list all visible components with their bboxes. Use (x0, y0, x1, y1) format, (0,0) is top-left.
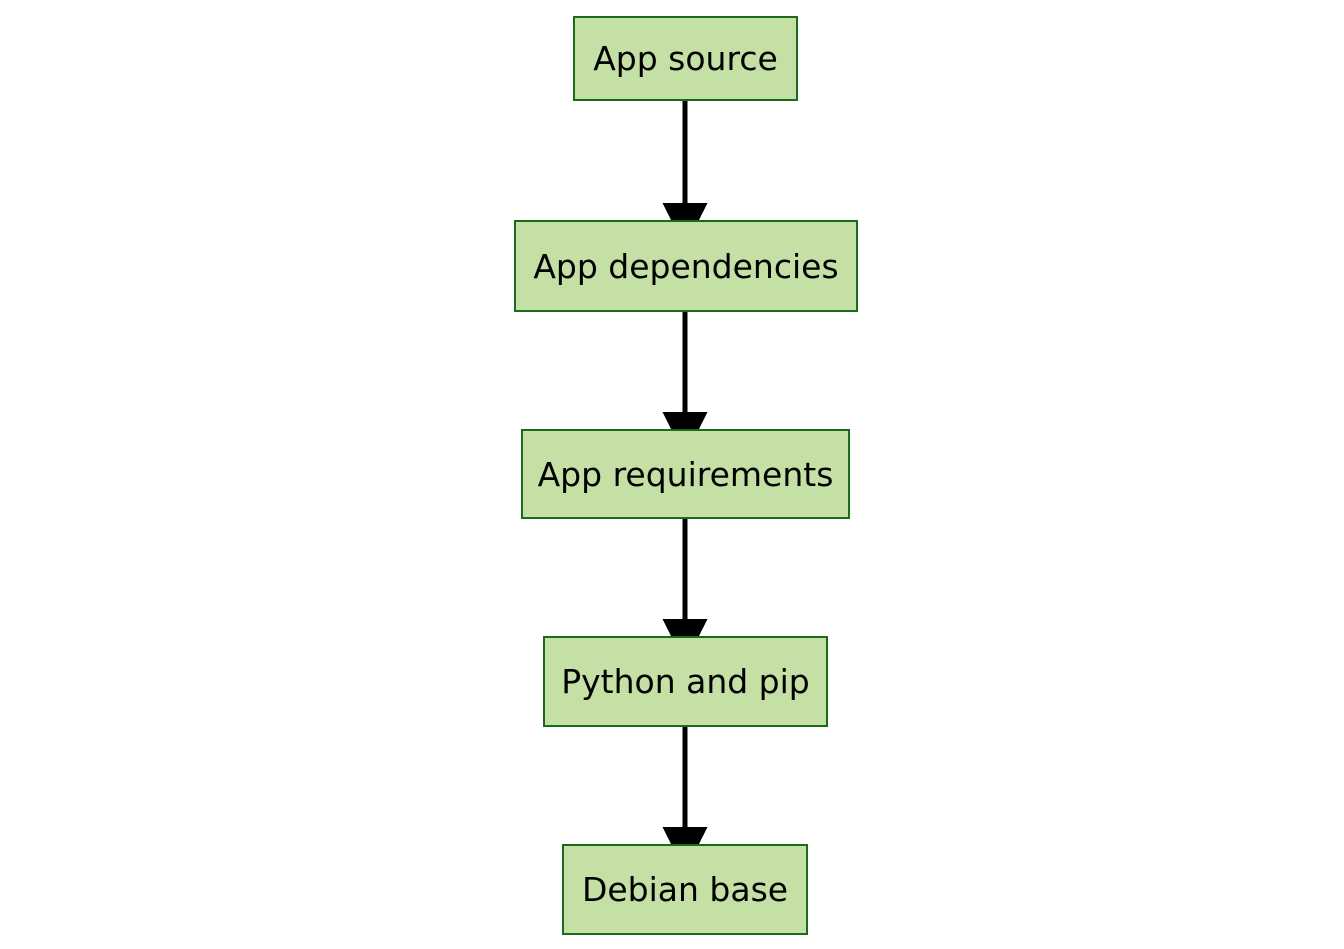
node-python-and-pip[interactable]: Python and pip (543, 636, 828, 727)
node-app-source[interactable]: App source (573, 16, 798, 101)
node-label-app-source: App source (593, 39, 778, 78)
node-label-debian-base: Debian base (581, 870, 789, 909)
node-label-app-requirements: App requirements (537, 454, 834, 494)
node-app-dependencies[interactable]: App dependencies (514, 220, 858, 312)
node-debian-base[interactable]: Debian base (562, 844, 808, 935)
node-app-requirements[interactable]: App requirements (521, 429, 850, 519)
node-label-app-dependencies: App dependencies (533, 246, 839, 286)
node-label-python-and-pip: Python and pip (561, 662, 810, 701)
